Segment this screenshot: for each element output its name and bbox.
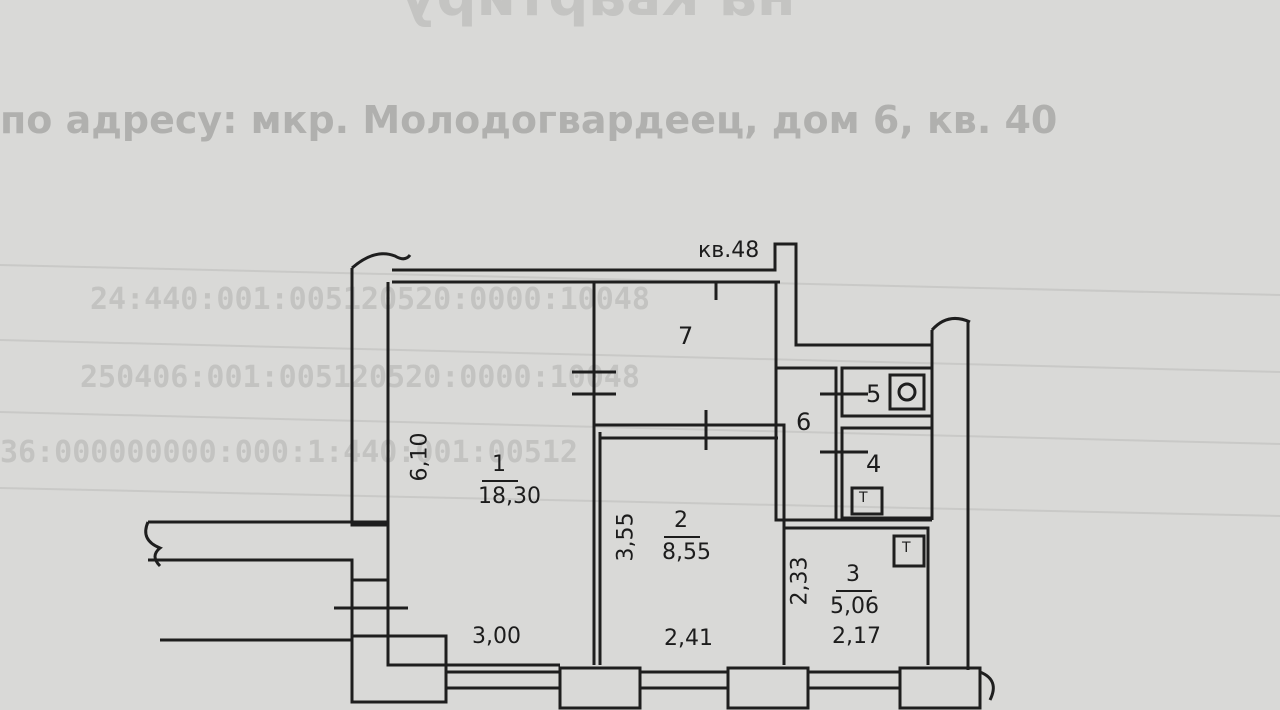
room3-walls	[784, 526, 930, 665]
room4-box	[840, 426, 934, 520]
room-3-fraction-line	[836, 590, 872, 592]
dimension-room1-height: 6,10	[407, 432, 433, 482]
cadastral-number-3: 36:000000000:000:1:440:001:00512	[0, 435, 578, 470]
dimension-room2-height: 3,55	[613, 512, 639, 562]
fixture-room3	[892, 534, 926, 568]
sink-tag: T	[902, 540, 911, 556]
balcony-corner	[350, 634, 448, 704]
outer-top-wall	[392, 242, 934, 347]
room-2-area: 8,55	[662, 540, 711, 565]
room-2-number: 2	[674, 508, 688, 533]
dimension-room1-width: 3,00	[472, 624, 521, 649]
door-balcony	[334, 590, 408, 626]
fixture-room4	[850, 486, 884, 516]
door-room4	[820, 444, 868, 462]
break-mark-top-left	[351, 252, 412, 270]
room-1-fraction-line	[482, 480, 518, 482]
room-2-fraction-line	[664, 536, 700, 538]
room-5-number: 5	[866, 380, 882, 408]
fixture-room5	[888, 373, 926, 411]
corridor-label: кв.48	[698, 238, 760, 263]
dimension-room3-height: 2,33	[787, 556, 813, 606]
room-7-number: 7	[678, 322, 694, 350]
room2-walls	[594, 423, 786, 665]
dimension-room2-width: 2,41	[664, 626, 713, 651]
room5-box	[840, 366, 934, 418]
toilet-tag: T	[859, 490, 868, 506]
room-4-number: 4	[866, 450, 882, 478]
fixture-circle-icon	[897, 382, 917, 402]
dimension-room3-width: 2,17	[832, 624, 881, 649]
room-6-number: 6	[796, 408, 812, 436]
window-block-2	[726, 666, 810, 710]
door-room5	[820, 386, 868, 404]
window-block-1	[558, 666, 642, 710]
window-block-3	[898, 666, 982, 710]
room-3-area: 5,06	[830, 594, 879, 619]
room-3-number: 3	[846, 562, 860, 587]
room1-bottom-wall	[386, 580, 560, 667]
door-room1	[572, 368, 616, 412]
cadastral-number-2: 250406:001:005120520:0000:10048	[80, 360, 640, 395]
outer-left-wall	[350, 268, 390, 640]
cadastral-number-1: 24:440:001:005120520:0000:10048	[90, 282, 650, 317]
address-line: по адресу: мкр. Молодогвардеец, дом 6, к…	[0, 98, 1058, 142]
door-room2	[680, 410, 740, 450]
room-1-area: 18,30	[478, 484, 541, 509]
corridor-walls	[774, 368, 932, 522]
room-1-number: 1	[492, 452, 506, 477]
break-mark-top-right	[930, 316, 971, 332]
